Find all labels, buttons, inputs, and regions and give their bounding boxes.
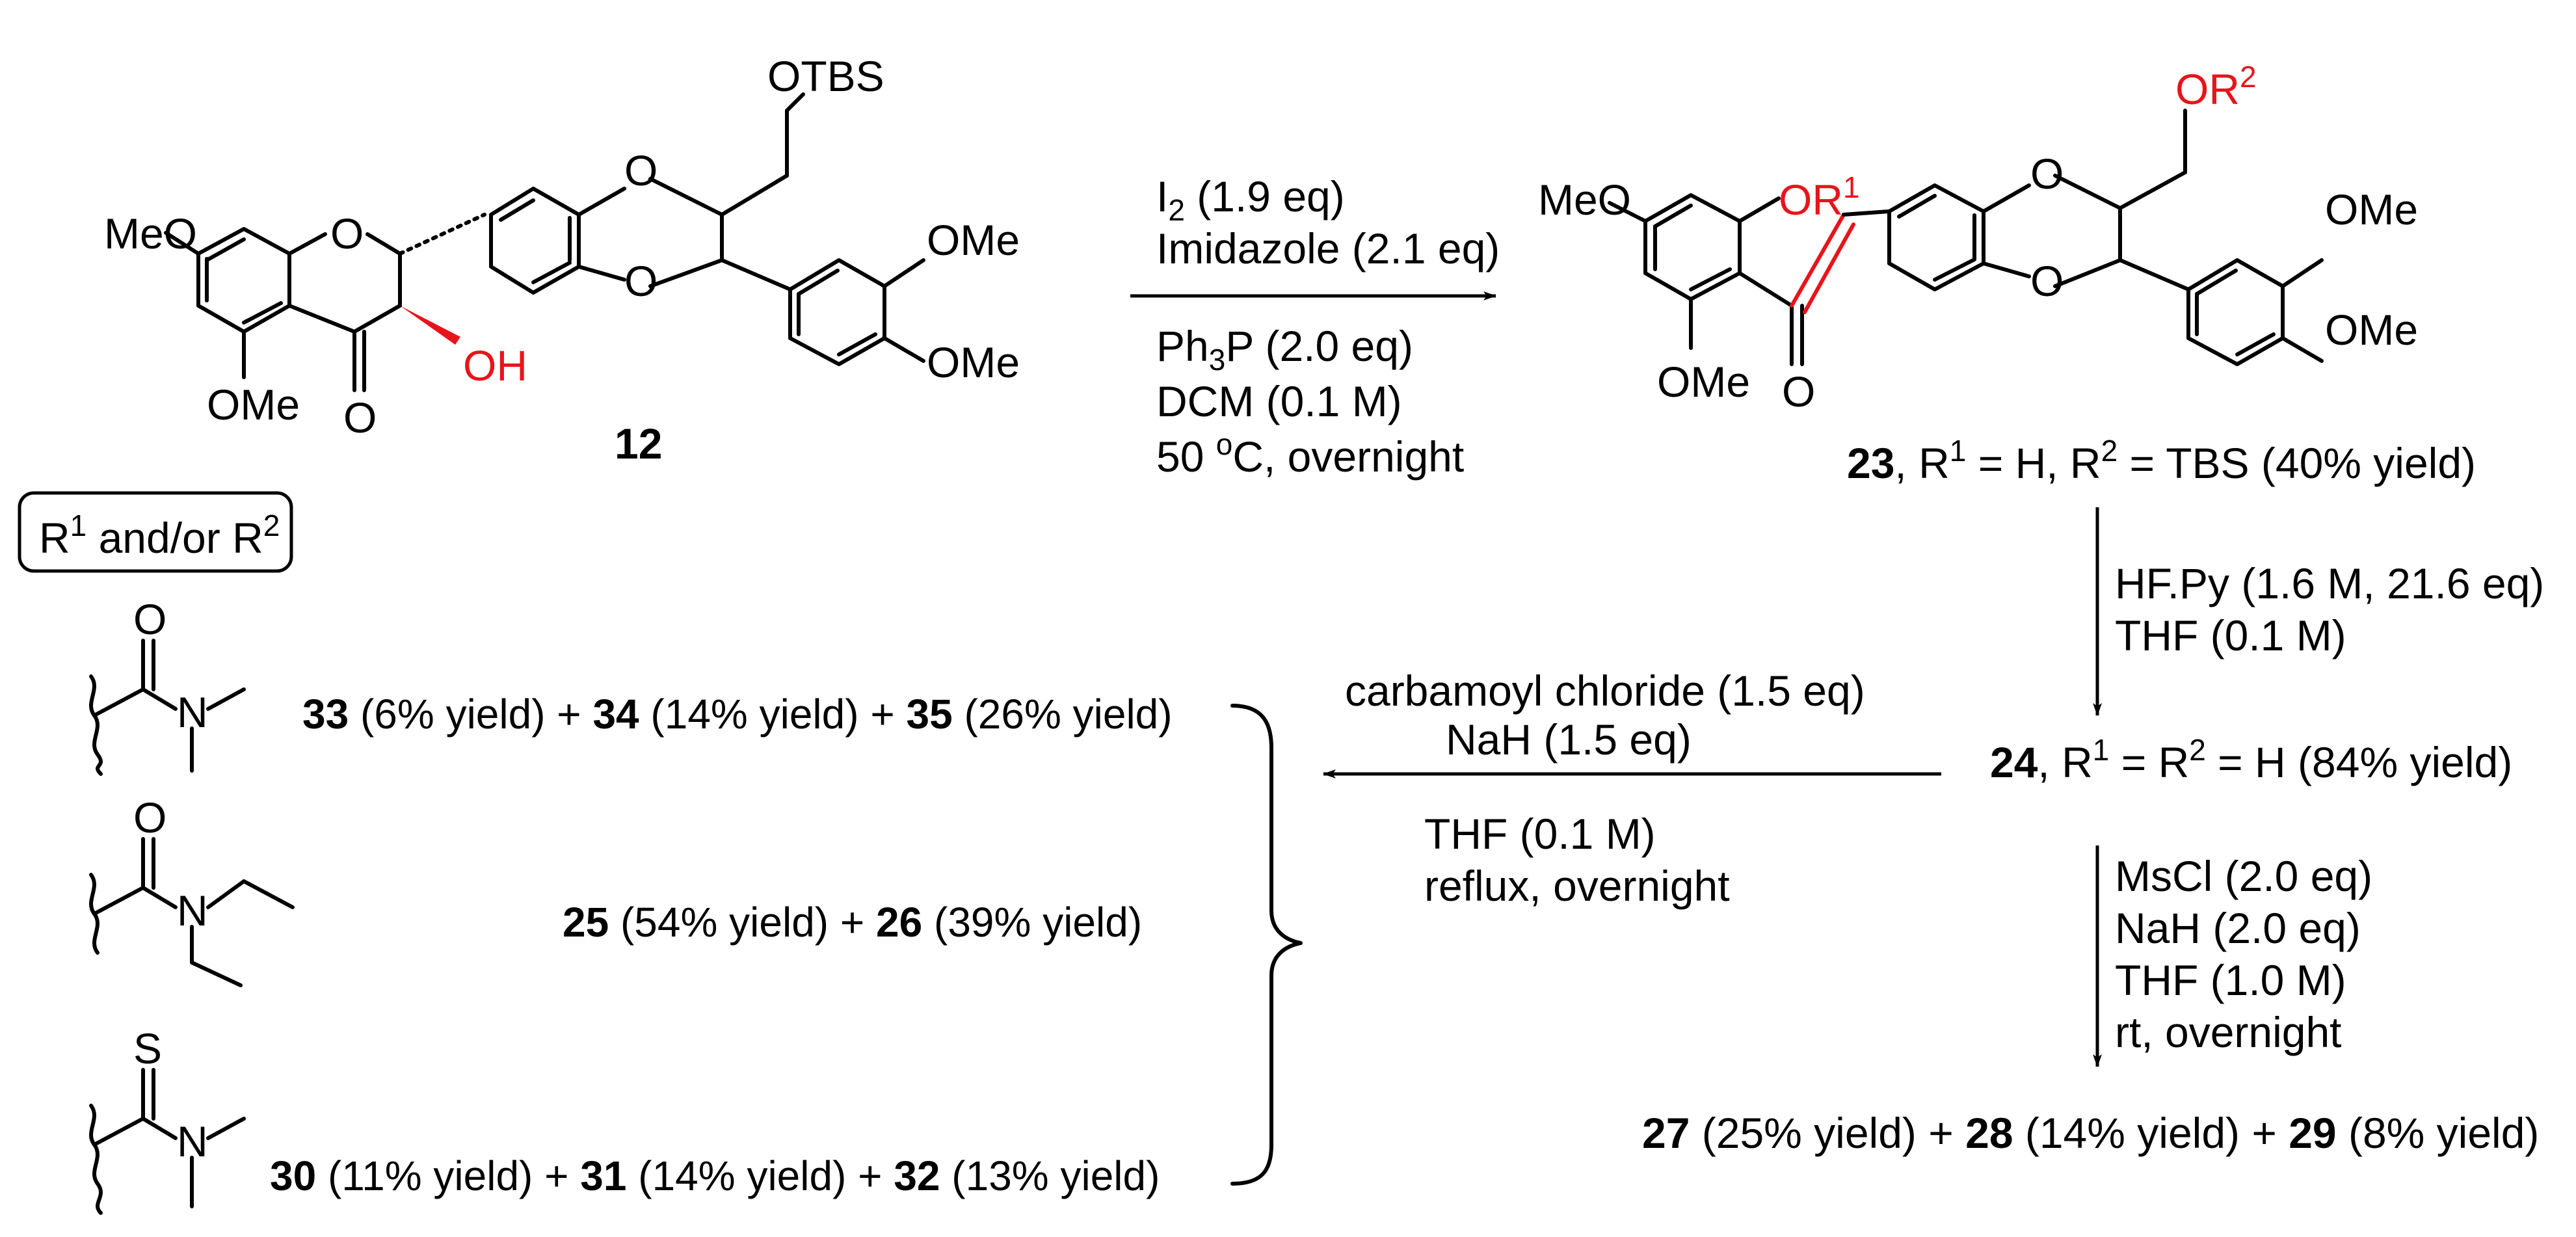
compound-12-ring-c [287,213,486,392]
compound-23-dioxane-o1: O [2030,150,2064,198]
compound-24-caption: 24, R1 = R2 = H (84% yield) [1990,733,2512,786]
compound-12-ome-2: OMe [927,338,1020,386]
group-1-nitrogen: N [177,688,208,736]
group-3-sulfur: S [133,1024,162,1072]
step-3-base: NaH (1.5 eq) [1446,715,1692,764]
group-2-nitrogen: N [177,886,208,935]
group-1-structure [89,639,246,776]
step-4-nah: NaH (2.0 eq) [2115,904,2361,952]
compound-12-ring-o: O [330,209,364,258]
step-4-thf: THF (1.0 M) [2115,956,2346,1004]
compound-23-caption: 23, R1 = H, R2 = TBS (40% yield) [1847,434,2476,487]
compound-12-ome-bottom: OMe [207,380,300,429]
group-3-products: 30 (11% yield) + 31 (14% yield) + 32 (13… [270,1152,1160,1199]
group-2-oxygen: O [133,793,166,842]
step-3-reagent: carbamoyl chloride (1.5 eq) [1345,667,1865,715]
step-3-solvent: THF (0.1 M) [1424,810,1656,858]
compound-12-otbs: OTBS [767,52,884,100]
compound-12-ring-d [788,258,925,366]
step-1-temperature: 50 oC, overnight [1156,427,1464,481]
group-1-products: 33 (6% yield) + 34 (14% yield) + 35 (26%… [302,691,1173,738]
group-1-oxygen: O [133,595,166,643]
group-2-structure [89,837,295,987]
compound-12-meo: MeO [104,209,197,258]
compound-12-ring-b [489,187,581,295]
compound-23-structure [1608,109,2324,366]
compound-23-or2: OR2 [2175,60,2257,113]
compound-23-dioxane-o2: O [2030,257,2064,305]
compound-23-ketone-o: O [1782,367,1815,416]
compound-12-label: 12 [615,419,662,468]
compound-12-structure [164,92,925,392]
step-1-iodine: I2 (1.9 eq) [1156,172,1345,227]
compound-12-dioxane-o2: O [624,257,657,305]
mesyl-products: 27 (25% yield) + 28 (14% yield) + 29 (8%… [1642,1109,2539,1157]
compound-12-dioxane [577,92,805,291]
step-4-conditions: rt, overnight [2115,1008,2342,1056]
compound-23-meo: MeO [1538,176,1631,224]
step-4-mscl: MsCl (2.0 eq) [2115,852,2372,900]
products-brace [1230,704,1303,1186]
step-1-imidazole: Imidazole (2.1 eq) [1156,224,1500,273]
compound-23-ome-1: OMe [2325,185,2418,233]
compound-12-ring-a [196,227,291,334]
group-2-products: 25 (54% yield) + 26 (39% yield) [563,899,1142,946]
compound-12-ome-1: OMe [927,216,1020,264]
group-3-nitrogen: N [177,1117,208,1165]
rgroup-box [18,491,293,573]
compound-12-dioxane-o1: O [624,146,657,194]
compound-23-ome-bottom: OMe [1657,358,1750,406]
step-1-dcm: DCM (0.1 M) [1156,377,1402,425]
compound-12-ketone-o: O [343,393,377,442]
step-3-conditions: reflux, overnight [1424,862,1730,910]
compound-23-or1: OR1 [1779,170,1860,224]
step-1-ph3p: Ph3P (2.0 eq) [1156,322,1413,377]
compound-23-ome-2: OMe [2325,306,2418,354]
rgroup-box-label: R1 and/or R2 [39,509,280,562]
step-2-thf: THF (0.1 M) [2115,611,2346,659]
compound-12-oh: OH [463,341,527,390]
step-2-hfpy: HF.Py (1.6 M, 21.6 eq) [2115,559,2544,607]
group-3-structure [89,1068,246,1215]
